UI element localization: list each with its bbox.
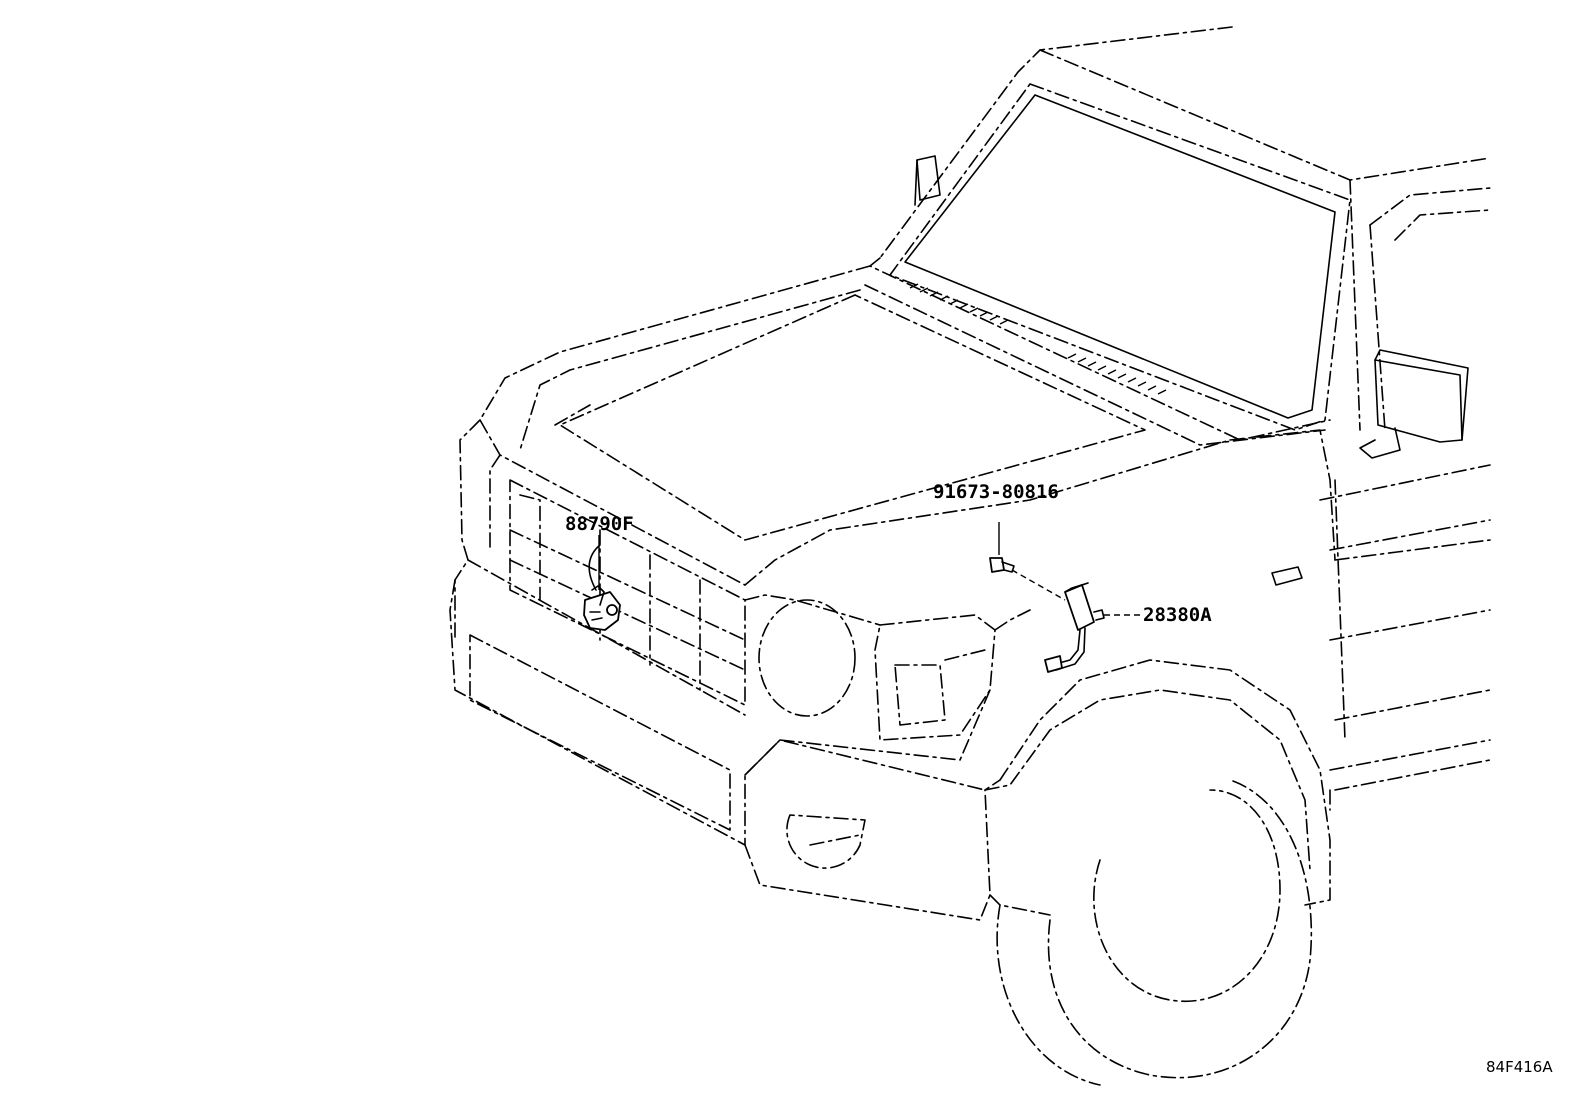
callout-labels: 88790F 91673-80816 28380A xyxy=(565,481,1212,626)
relay-part-number: 28380A xyxy=(1143,604,1212,626)
relay-part xyxy=(1044,582,1140,673)
horn-part-number: 88790F xyxy=(565,513,634,535)
horn-part xyxy=(583,535,621,631)
cowl-vent xyxy=(909,283,1167,395)
grille xyxy=(509,479,746,706)
vehicle-outline xyxy=(449,26,1491,1086)
front-bumper xyxy=(449,579,1001,921)
front-wheel xyxy=(996,779,1313,1086)
bolt-part-number: 91673-80816 xyxy=(933,481,1059,503)
bolt-part xyxy=(989,522,1066,601)
side-mirror xyxy=(1359,349,1469,459)
headlight xyxy=(758,599,856,717)
figure-code: 84F416A xyxy=(1486,1058,1553,1076)
